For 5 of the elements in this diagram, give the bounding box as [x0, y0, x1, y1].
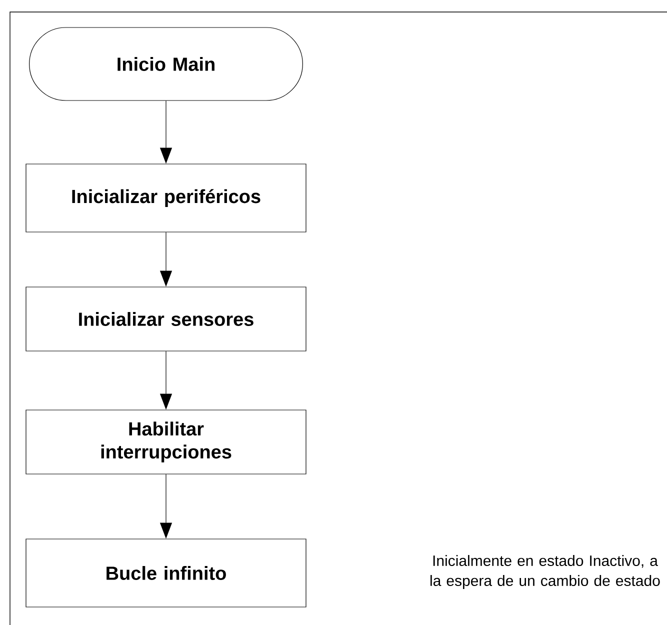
process-box: Inicializar periféricos — [26, 164, 306, 232]
process-box: Bucle infinito — [26, 538, 306, 608]
note-text: Inicialmente en estado Inactivo, a la espera de un cambio de estado — [430, 555, 660, 589]
process-box: Inicializar sensores — [26, 286, 306, 352]
process-box: Habilitar interrupciones — [26, 410, 306, 474]
